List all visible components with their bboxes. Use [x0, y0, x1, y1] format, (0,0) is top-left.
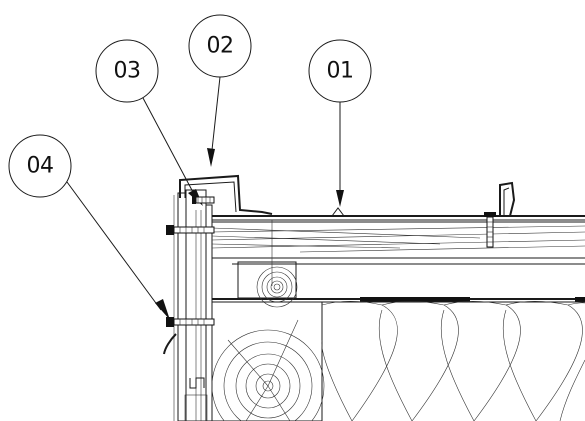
callout-04: 04 [8, 134, 72, 198]
callout-04-label: 04 [27, 154, 54, 179]
roof-deck-boards [211, 221, 585, 302]
screws [166, 196, 496, 327]
callout-01-label: 01 [327, 59, 354, 84]
callout-03-label: 03 [114, 59, 141, 84]
flashing-profile [179, 174, 585, 221]
lower-timber [211, 301, 325, 421]
insulation-batts [321, 300, 585, 421]
fascia-assembly [163, 189, 213, 421]
callout-02: 02 [188, 14, 252, 78]
callout-02-label: 02 [207, 34, 234, 59]
callout-01: 01 [308, 39, 372, 103]
callout-03: 03 [95, 39, 159, 103]
upper-timber [237, 220, 298, 308]
